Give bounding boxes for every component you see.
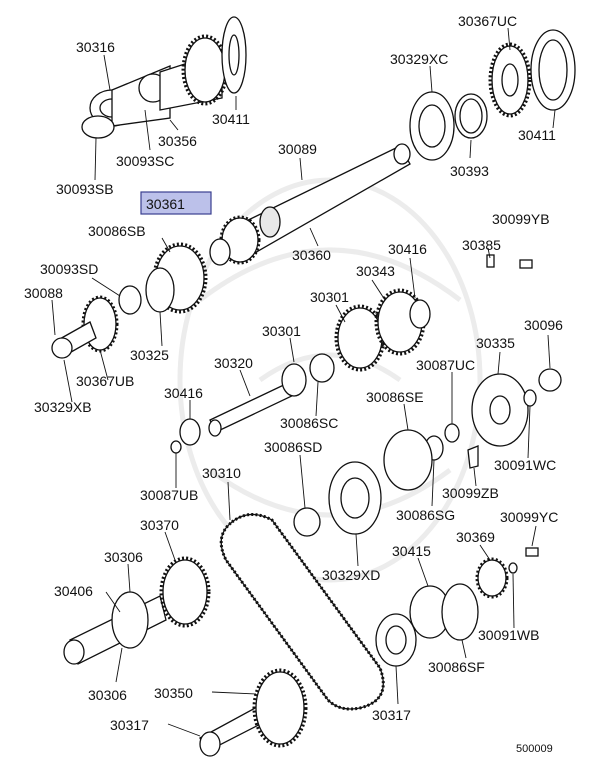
part-30343-gear[interactable] <box>334 288 431 372</box>
label-30320[interactable]: 30320 <box>214 355 253 371</box>
label-30416-top[interactable]: 30416 <box>388 241 427 257</box>
label-30093SB[interactable]: 30093SB <box>56 181 114 197</box>
label-30091WB[interactable]: 30091WB <box>478 627 539 643</box>
label-layer: 30316 30367UC 30329XC 30411 30356 30411 … <box>24 13 563 755</box>
label-30088[interactable]: 30088 <box>24 285 63 301</box>
leader-lines <box>51 27 556 737</box>
label-30301-top[interactable]: 30301 <box>310 289 349 305</box>
label-30367UB[interactable]: 30367UB <box>76 373 134 389</box>
label-30343[interactable]: 30343 <box>356 263 395 279</box>
part-30369-gear[interactable] <box>375 547 539 667</box>
label-30086SF[interactable]: 30086SF <box>428 659 485 675</box>
label-30416-mid[interactable]: 30416 <box>164 385 203 401</box>
label-30361[interactable]: 30361 <box>146 196 185 212</box>
label-30093SD[interactable]: 30093SD <box>40 261 98 277</box>
label-30099YC[interactable]: 30099YC <box>500 509 558 525</box>
label-30329XB[interactable]: 30329XB <box>34 399 92 415</box>
label-30367UC[interactable]: 30367UC <box>458 13 517 29</box>
label-30335[interactable]: 30335 <box>476 335 515 351</box>
label-30086SE[interactable]: 30086SE <box>366 389 424 405</box>
label-30099YB[interactable]: 30099YB <box>492 211 550 227</box>
part-30086SB-gear[interactable] <box>118 242 208 315</box>
part-30320-shaft[interactable] <box>170 353 335 454</box>
label-30306-top[interactable]: 30306 <box>104 549 143 565</box>
part-30329XC-bearing[interactable] <box>409 91 488 161</box>
label-30099ZB[interactable]: 30099ZB <box>442 485 499 501</box>
label-30411-top[interactable]: 30411 <box>212 111 250 127</box>
label-30301-mid[interactable]: 30301 <box>262 323 301 339</box>
label-30406[interactable]: 30406 <box>54 583 93 599</box>
label-30086SG[interactable]: 30086SG <box>396 507 455 523</box>
part-30350-sprocket[interactable] <box>199 668 308 757</box>
diagram-code: 500009 <box>516 743 553 755</box>
label-30317-right[interactable]: 30317 <box>372 707 411 723</box>
label-30356[interactable]: 30356 <box>158 133 197 149</box>
part-30335-flange[interactable] <box>424 254 562 469</box>
label-30370[interactable]: 30370 <box>140 517 179 533</box>
label-30087UC[interactable]: 30087UC <box>416 357 475 373</box>
label-30087UB[interactable]: 30087UB <box>140 487 198 503</box>
part-30367UC-synchro[interactable] <box>488 29 576 118</box>
label-30329XC[interactable]: 30329XC <box>390 51 448 67</box>
label-30091WC[interactable]: 30091WC <box>494 457 556 473</box>
highlight-box <box>140 191 212 215</box>
part-30310-chain[interactable] <box>219 513 385 711</box>
label-30385[interactable]: 30385 <box>462 237 501 253</box>
label-30086SC[interactable]: 30086SC <box>280 415 338 431</box>
label-30089[interactable]: 30089 <box>278 141 317 157</box>
label-30325[interactable]: 30325 <box>130 347 169 363</box>
part-30370-gear[interactable] <box>63 556 211 665</box>
label-30350[interactable]: 30350 <box>154 685 193 701</box>
label-30086SB[interactable]: 30086SB <box>88 223 146 239</box>
part-30367UB-synchro[interactable] <box>51 295 119 359</box>
label-30317-left[interactable]: 30317 <box>110 717 149 733</box>
label-30415[interactable]: 30415 <box>392 543 431 559</box>
label-30329XD[interactable]: 30329XD <box>322 567 380 583</box>
part-30316-assembly[interactable] <box>81 16 247 139</box>
label-30393[interactable]: 30393 <box>450 163 489 179</box>
label-30306-bottom[interactable]: 30306 <box>88 687 127 703</box>
label-30310[interactable]: 30310 <box>202 465 241 481</box>
part-30360-mainshaft[interactable] <box>209 143 411 266</box>
label-30360[interactable]: 30360 <box>292 247 331 263</box>
label-30369[interactable]: 30369 <box>456 529 495 545</box>
label-30096[interactable]: 30096 <box>524 317 563 333</box>
label-30086SD[interactable]: 30086SD <box>264 439 322 455</box>
label-30093SC[interactable]: 30093SC <box>116 153 174 169</box>
label-30316[interactable]: 30316 <box>76 39 115 55</box>
label-30411-right[interactable]: 30411 <box>518 127 556 143</box>
